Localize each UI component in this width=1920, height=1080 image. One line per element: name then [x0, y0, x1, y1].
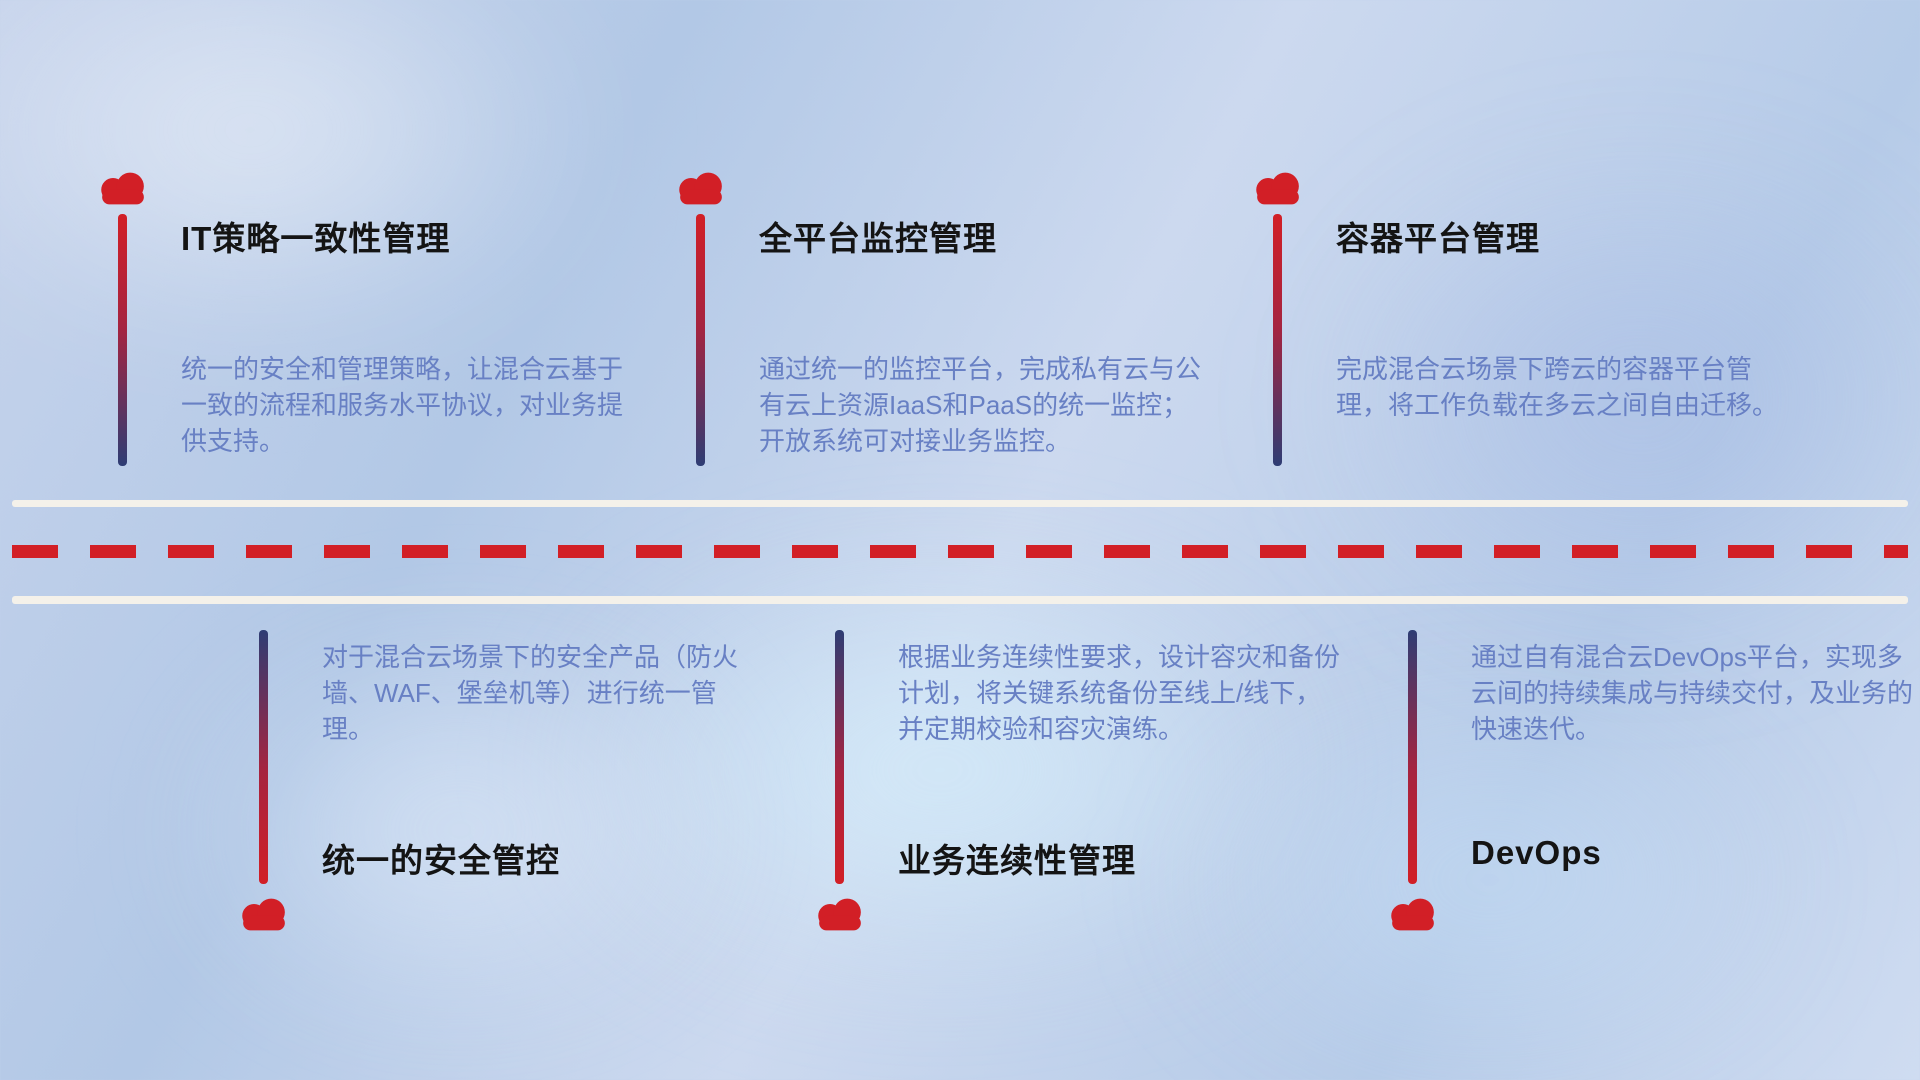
background-highlight — [0, 0, 600, 340]
road-top-line — [12, 500, 1908, 507]
timeline-connector — [259, 630, 268, 884]
timeline-connector — [696, 214, 705, 466]
background-highlight — [560, 560, 1320, 980]
item-description: 对于混合云场景下的安全产品（防火墙、WAF、堡垒机等）进行统一管理。 — [322, 642, 739, 744]
item-description: 完成混合云场景下跨云的容器平台管理，将工作负载在多云之间自由迁移。 — [1336, 354, 1779, 420]
item-title: IT策略一致性管理 — [181, 220, 451, 257]
cloud-icon — [242, 898, 285, 931]
cloud-icon — [818, 898, 861, 931]
item-title: 全平台监控管理 — [759, 220, 997, 257]
road-bottom-line — [12, 596, 1908, 604]
timeline-connector — [835, 630, 844, 884]
item-description: 根据业务连续性要求，设计容灾和备份计划，将关键系统备份至线上/线下，并定期校验和… — [898, 642, 1341, 744]
road-dashed-center-line — [12, 545, 1908, 558]
item-description: 通过统一的监控平台，完成私有云与公有云上资源IaaS和PaaS的统一监控；开放系… — [759, 354, 1202, 456]
item-title: DevOps — [1471, 834, 1602, 871]
cloud-icon — [1256, 172, 1299, 205]
timeline-connector — [1273, 214, 1282, 466]
background-highlight — [1180, 700, 1800, 1060]
item-description: 统一的安全和管理策略，让混合云基于一致的流程和服务水平协议，对业务提供支持。 — [181, 354, 624, 456]
item-title: 业务连续性管理 — [898, 842, 1136, 879]
timeline-connector — [118, 214, 127, 466]
item-title: 容器平台管理 — [1336, 220, 1540, 257]
cloud-icon — [679, 172, 722, 205]
timeline-connector — [1408, 630, 1417, 884]
cloud-icon — [101, 172, 144, 205]
item-title: 统一的安全管控 — [322, 842, 560, 879]
cloud-icon — [1391, 898, 1434, 931]
item-description: 通过自有混合云DevOps平台，实现多云间的持续集成与持续交付，及业务的快速迭代… — [1471, 642, 1914, 744]
